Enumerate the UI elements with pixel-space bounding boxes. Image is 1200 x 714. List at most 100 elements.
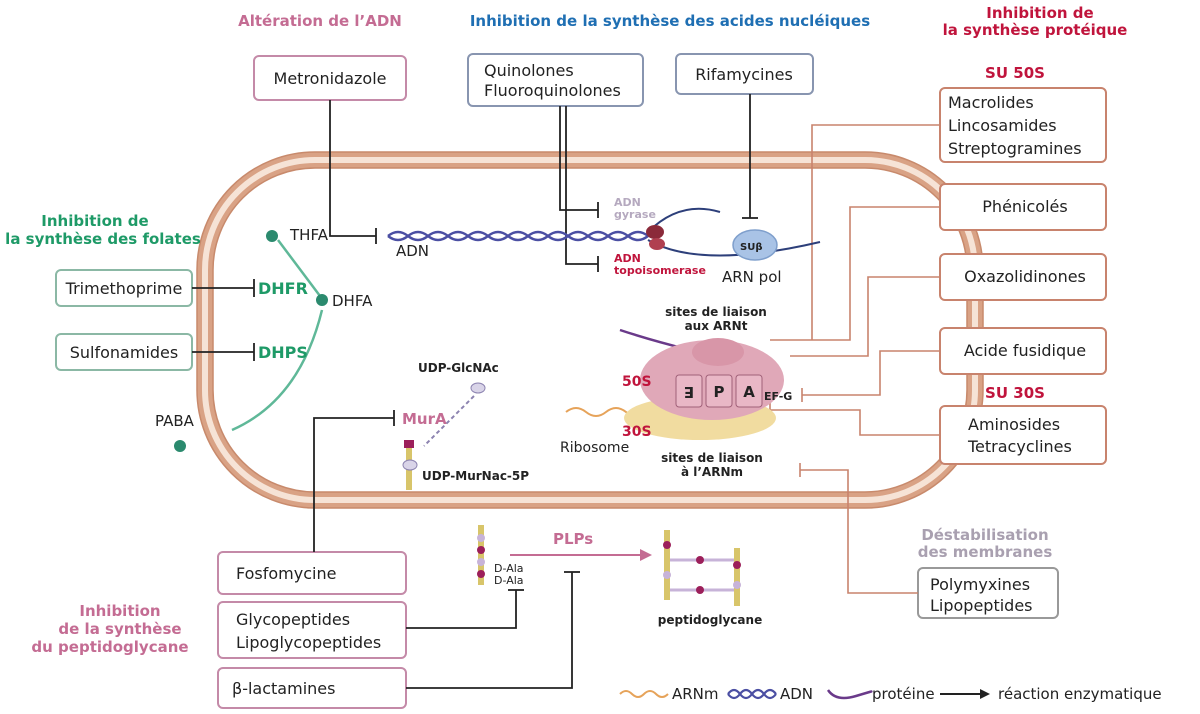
paba-molecule-icon [174,440,186,452]
legend-proteine: protéine [872,685,935,703]
drug-box-metronidazole: Metronidazole [253,55,407,101]
drug-acide-fusidique: Acide fusidique [964,341,1086,360]
legend-adn: ADN [780,685,813,703]
drug-beta-lactamines: β-lactamines [232,679,335,698]
drug-streptogramines: Streptogramines [948,139,1082,158]
drug-box-phenicoles: Phénicolés [939,183,1107,231]
label-adn-gyrase-2: gyrase [614,208,656,221]
heading-adn-alteration: Altération de l’ADN [238,12,402,30]
topoisomerase-enzyme-icon [649,238,665,250]
label-plps: PLPs [553,530,593,548]
label-ribosome: Ribosome [560,440,629,456]
drug-box-trimethoprime: Trimethoprime [55,269,193,307]
drug-polymyxines: Polymyxines [930,575,1030,594]
label-sites-arnm-1: sites de liaison [661,451,763,465]
heading-su30s: SU 30S [985,384,1045,402]
label-dala-1: D-Ala [494,562,524,575]
rna-polymerase-icon [732,229,778,261]
label-sites-arnm-2: à l’ARNm [681,465,743,479]
drug-glycopeptides: Glycopeptides [236,610,350,629]
heading-su50s: SU 50S [985,64,1045,82]
inhibition-lines [192,94,758,689]
label-adn-gyrase-1: ADN [614,196,641,209]
label-site-e: E [684,383,694,401]
drug-rifamycines: Rifamycines [695,65,793,84]
drug-box-glycopeptides: Glycopeptides Lipoglycopeptides [217,601,407,659]
drug-fosfomycine: Fosfomycine [236,564,336,583]
legend-reaction: réaction enzymatique [998,685,1162,703]
label-sites-arnt-2: aux ARNt [685,319,748,333]
folate-pathway: THFA DHFA DHFR DHPS PABA [155,226,373,452]
label-site-p: P [714,383,725,401]
dna-helix: ADN ADN gyrase ADN topoisomerase SUβ ARN… [387,196,821,286]
label-adn-topo-2: topoisomerase [614,264,706,277]
peptidoglycan-assembly: PLPs D-Ala D-Ala peptidoglycane [477,525,762,627]
site-e [675,374,703,408]
heading-peptido-line3: du peptidoglycane [31,638,188,656]
label-adn-topo-1: ADN [614,252,641,265]
drug-tetracyclines: Tetracyclines [967,437,1072,456]
label-dhfa: DHFA [332,292,373,310]
legend-arnm-icon [619,690,669,698]
label-udp-murnac: UDP-MurNac-5P [422,469,529,483]
label-arn-pol: ARN pol [722,268,782,286]
label-ef-g: EF-G [764,390,792,403]
legend-arnm: ARNm [672,685,719,703]
drug-box-sulfonamides: Sulfonamides [55,333,193,371]
heading-protein-line1: Inhibition de [986,4,1093,22]
label-dhfr: DHFR [258,279,308,298]
drug-fluoroquinolones: Fluoroquinolones [484,81,621,100]
drug-macrolides: Macrolides [948,93,1034,112]
drug-box-quinolones: Quinolones Fluoroquinolones [467,53,644,107]
thfa-molecule-icon [266,230,278,242]
heading-membrane-line1: Déstabilisation [921,526,1048,544]
label-udp-glcnac: UDP-GlcNAc [418,361,499,375]
legend-proteine-icon [826,689,873,700]
label-50s: 50S [622,374,652,390]
drug-box-fosfomycine: Fosfomycine [217,551,407,595]
heading-nucleic-acid: Inhibition de la synthèse des acides nuc… [470,12,870,30]
drug-lipoglycopeptides: Lipoglycopeptides [236,633,381,652]
label-paba: PABA [155,412,195,430]
drug-box-beta-lactamines: β-lactamines [217,667,407,709]
drug-lincosamides: Lincosamides [948,116,1057,135]
drug-box-polymyxines: Polymyxines Lipopeptides [917,567,1059,619]
drug-box-macrolides: Macrolides Lincosamides Streptogramines [939,87,1107,163]
drug-phenicoles: Phénicolés [982,197,1067,216]
heading-membrane-line2: des membranes [918,543,1053,561]
gyrase-enzyme-icon [646,225,664,239]
label-sites-arnt-1: sites de liaison [665,305,767,319]
drug-metronidazole: Metronidazole [274,69,387,88]
drug-box-aminosides: Aminosides Tetracyclines [939,405,1107,465]
drug-quinolones: Quinolones [484,61,574,80]
site-p [705,374,733,408]
peptidoglycan-precursors: UDP-GlcNAc MurA UDP-MurNac-5P [402,361,529,490]
drug-lipopeptides: Lipopeptides [930,596,1033,615]
udp-glcnac-icon [470,382,486,394]
legend: ARNm ADN protéine réaction enzymatique [619,685,1162,703]
label-adn: ADN [396,242,429,260]
label-dhps: DHPS [258,343,308,362]
label-site-a: A [743,383,755,401]
drug-oxazolidinones: Oxazolidinones [964,267,1086,286]
drug-aminosides: Aminosides [968,415,1060,434]
drug-box-acide-fusidique: Acide fusidique [939,327,1107,375]
drug-box-rifamycines: Rifamycines [675,53,814,95]
drug-trimethoprime: Trimethoprime [65,279,183,298]
heading-folates-line2: la synthèse des folates [5,230,201,248]
peptidoglycan-mesh [663,530,741,606]
drug-box-oxazolidinones: Oxazolidinones [939,253,1107,301]
label-peptidoglycane: peptidoglycane [658,613,762,627]
label-sub-beta: SUβ [740,242,762,253]
heading-folates-line1: Inhibition de [41,212,148,230]
dhfa-molecule-icon [316,294,328,306]
ribosome: E P A EF-G sites de liaison aux ARNt 50S… [560,305,792,479]
drug-sulfonamides: Sulfonamides [70,343,178,362]
site-a [735,374,763,408]
ribosome-drug-lines [769,124,940,594]
label-30s: 30S [622,424,652,440]
label-thfa: THFA [289,226,329,244]
heading-peptido-line2: de la synthèse [58,620,181,638]
label-mura: MurA [402,410,447,428]
